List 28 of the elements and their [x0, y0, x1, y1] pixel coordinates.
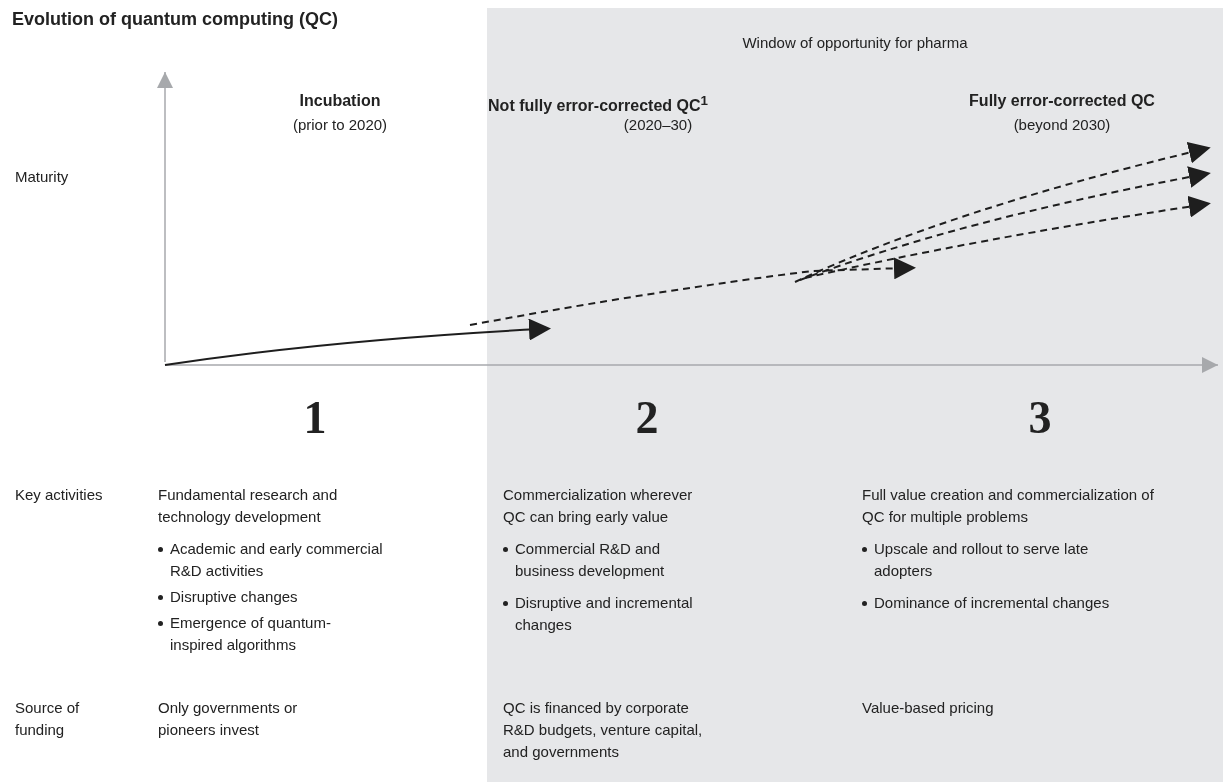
- phase-period: (2020–30): [622, 115, 694, 135]
- phase-number: 1: [302, 392, 328, 444]
- phase-heading: Fully error-corrected QC: [968, 91, 1156, 111]
- bullet-text: Commercial R&D and business development: [515, 539, 666, 581]
- phase-period: (beyond 2030): [1012, 115, 1112, 135]
- text: Value-based pricing: [862, 698, 995, 718]
- bullet-text: Emergence of quantum-inspired algorithms: [170, 613, 332, 655]
- bullet-text: Disruptive changes: [170, 587, 299, 607]
- phase-period: (prior to 2020): [291, 115, 389, 135]
- row-label: Maturity: [15, 167, 70, 187]
- shaded-band: [487, 8, 1223, 782]
- phase-heading: Not fully error-corrected QC$^{1}$: [487, 92, 709, 117]
- band-title: Window of opportunity for pharma: [741, 33, 969, 53]
- phase-number: 2: [634, 392, 660, 444]
- text: Only governments or pioneers invest: [158, 698, 299, 740]
- title: Evolution of quantum computing (QC): [12, 8, 338, 30]
- text: Fundamental research and technology development: [158, 485, 339, 527]
- bullet-text: Dominance of incremental changes: [874, 593, 1111, 613]
- row-label: Source of funding: [15, 698, 81, 740]
- row-label: Key activities: [15, 485, 104, 505]
- bullet-text: Disruptive and incremental changes: [515, 593, 694, 635]
- bullet-text: Academic and early commercial R&D activities: [170, 539, 384, 581]
- text: QC is financed by corporate R&D budgets, venture capital, and governments: [503, 698, 704, 762]
- phase-number: 3: [1027, 392, 1053, 444]
- text: Commercialization wherever QC can bring early value: [503, 485, 694, 527]
- bullet-text: Upscale and rollout to serve late adopters: [874, 539, 1090, 581]
- phase-heading: Incubation: [298, 91, 382, 111]
- text: Full value creation and commercialization of QC for multiple problems: [862, 485, 1155, 527]
